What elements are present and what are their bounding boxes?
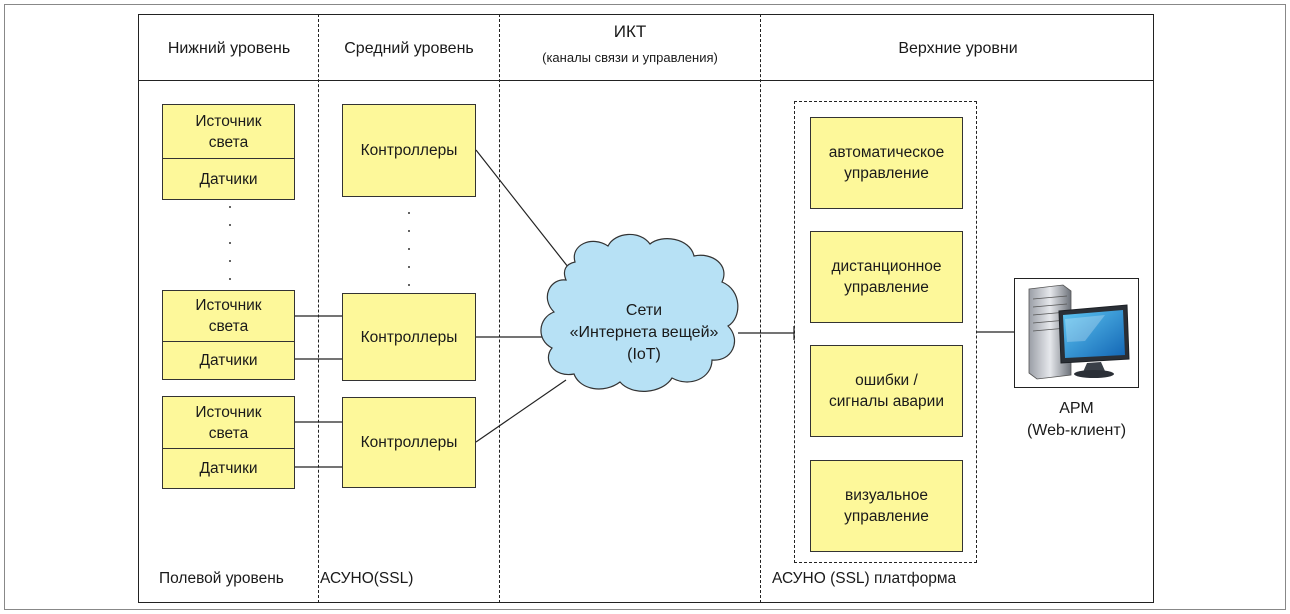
- light-source-line1: Источник: [195, 297, 262, 314]
- workstation-frame: [1014, 278, 1139, 388]
- function-line1: ошибки /: [855, 372, 918, 389]
- controller-box: Контроллеры: [342, 293, 476, 381]
- footer-platform: АСУНО (SSL) платформа: [772, 570, 957, 587]
- function-automatic-box: автоматическое управление: [810, 117, 963, 209]
- header-upper-levels: Верхние уровни: [898, 40, 1018, 57]
- ellipsis-dot: [229, 260, 231, 262]
- iot-cloud: [540, 233, 739, 392]
- light-source-line2: света: [208, 424, 249, 442]
- computer-icon: [1028, 284, 1130, 380]
- light-source-line2: света: [208, 318, 249, 335]
- function-line2: управление: [844, 508, 929, 525]
- ellipsis-dot: [408, 212, 410, 214]
- diagram-frame: [138, 14, 1154, 603]
- cloud-label-line1: Сети: [625, 302, 663, 319]
- column-separator-1: [318, 14, 319, 603]
- controller-box: Контроллеры: [342, 397, 476, 488]
- header-ict-subtitle: (каналы связи и управления): [542, 50, 718, 65]
- column-separator-2: [499, 14, 500, 603]
- ellipsis-dot: [408, 248, 410, 250]
- function-remote-box: дистанционное управление: [810, 231, 963, 323]
- workstation-label-line1: АРМ: [1059, 400, 1094, 417]
- function-visual-box: визуальное управление: [810, 460, 963, 552]
- light-source-line1: Источник: [195, 112, 262, 130]
- ellipsis-dot: [229, 206, 231, 208]
- light-source-line2: света: [208, 133, 249, 151]
- platform-container: [794, 101, 977, 563]
- header-separator: [138, 80, 1154, 81]
- ellipsis-dot: [229, 224, 231, 226]
- function-alarms-box: ошибки / сигналы аварии: [810, 345, 963, 437]
- workstation-label-line2: (Web-клиент): [1026, 422, 1127, 439]
- header-ict-title: ИКТ: [613, 22, 647, 41]
- light-source-line1: Источник: [195, 403, 262, 421]
- footer-field-level: Полевой уровень: [159, 570, 284, 587]
- cloud-label-line2: «Интернета вещей»: [569, 324, 719, 341]
- sensors-box: Датчики: [162, 448, 295, 489]
- function-line1: автоматическое: [828, 144, 945, 161]
- ellipsis-dot: [408, 230, 410, 232]
- light-source-box: Источник света: [162, 396, 295, 449]
- sensors-box: Датчики: [162, 341, 295, 380]
- header-middle-level: Средний уровень: [344, 40, 474, 57]
- function-line1: визуальное: [845, 487, 928, 504]
- ellipsis-dot: [229, 278, 231, 280]
- light-source-box: Источник света: [162, 290, 295, 342]
- function-line2: управление: [844, 279, 929, 296]
- function-line2: сигналы аварии: [829, 393, 944, 410]
- function-line1: дистанционное: [831, 258, 942, 275]
- column-separator-3: [760, 14, 761, 603]
- outer-frame: [4, 4, 1286, 610]
- footer-asuno: АСУНО(SSL): [320, 570, 414, 587]
- controller-box: Контроллеры: [342, 104, 476, 197]
- ellipsis-dot: [408, 284, 410, 286]
- sensors-box: Датчики: [162, 158, 295, 200]
- header-lower-level: Нижний уровень: [167, 40, 291, 57]
- ellipsis-dot: [229, 242, 231, 244]
- function-line2: управление: [844, 165, 929, 182]
- cloud-label-line3: (IoT): [627, 346, 661, 363]
- light-source-box: Источник света: [162, 104, 295, 159]
- ellipsis-dot: [408, 266, 410, 268]
